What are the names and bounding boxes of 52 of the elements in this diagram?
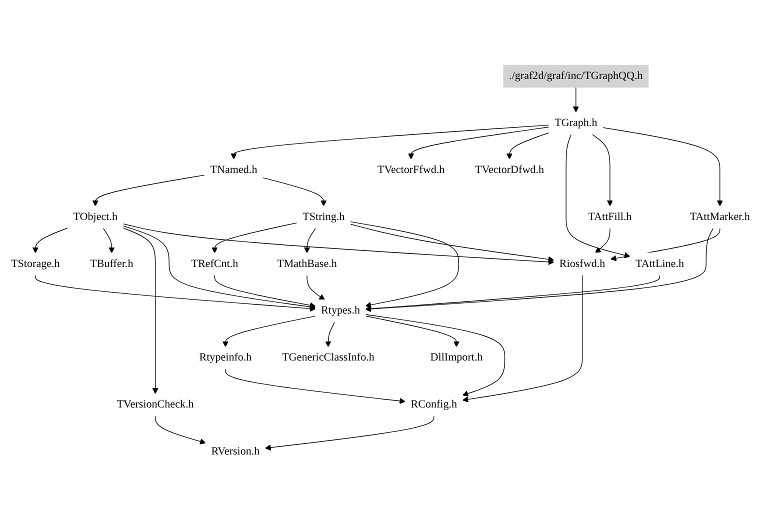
- arrow: [566, 134, 630, 258]
- node-text: DllImport.h: [430, 352, 483, 364]
- arrow: [350, 224, 554, 262]
- node-text: TAttMarker.h: [690, 210, 750, 223]
- arrow: [325, 322, 336, 348]
- arrow: [304, 228, 316, 254]
- node-text: TString.h: [302, 210, 345, 223]
- arrow: [262, 177, 327, 206]
- node-text: TAttFill.h: [588, 210, 632, 223]
- node-text: TNamed.h: [210, 164, 258, 176]
- arrow: [154, 416, 206, 444]
- arrow: [365, 314, 506, 396]
- arrow: [35, 274, 316, 312]
- arrow: [102, 228, 115, 254]
- arrow: [225, 368, 406, 404]
- arrow: [506, 132, 550, 160]
- node-text: TStorage.h: [11, 258, 60, 270]
- node-text: TGenericClassInfo.h: [282, 352, 374, 364]
- node-text: Riosfwd.h: [559, 258, 606, 270]
- arrow: [32, 228, 68, 254]
- arrow: [222, 316, 316, 348]
- node-text: TVectorFfwd.h: [377, 164, 445, 176]
- arrow: [592, 134, 613, 206]
- node-box: ./graf2d/graf/inc/TGraphQQ.h: [503, 64, 649, 88]
- node-text: TVersionCheck.h: [116, 398, 194, 410]
- node-text: TBuffer.h: [90, 258, 134, 270]
- node-text: Rtypes.h: [321, 304, 360, 316]
- arrow: [595, 228, 610, 254]
- arrow: [365, 228, 714, 312]
- node-text: TGraph.h: [554, 116, 598, 129]
- arrow: [214, 274, 316, 308]
- node-text: TRefCnt.h: [191, 258, 238, 270]
- arrow: [350, 221, 460, 308]
- arrow: [264, 416, 434, 451]
- node-text: TMathBase.h: [277, 258, 337, 270]
- node-text: RConfig.h: [410, 398, 458, 410]
- arrow: [212, 222, 298, 254]
- arrow: [365, 316, 460, 348]
- arrow: [122, 223, 554, 265]
- arrow: [572, 86, 579, 112]
- arrow: [122, 226, 316, 310]
- node-text: Rtypeinfo.h: [199, 352, 252, 364]
- arrow: [230, 124, 550, 160]
- arrow: [92, 174, 206, 206]
- node-text: RVersion.h: [211, 446, 260, 458]
- arrow: [122, 228, 158, 394]
- arrow: [602, 127, 723, 206]
- arrow: [306, 274, 325, 300]
- arrow: [462, 274, 583, 402]
- node-text: TVectorDfwd.h: [474, 164, 544, 176]
- node-text: TObject.h: [73, 210, 118, 223]
- arrow: [408, 126, 550, 160]
